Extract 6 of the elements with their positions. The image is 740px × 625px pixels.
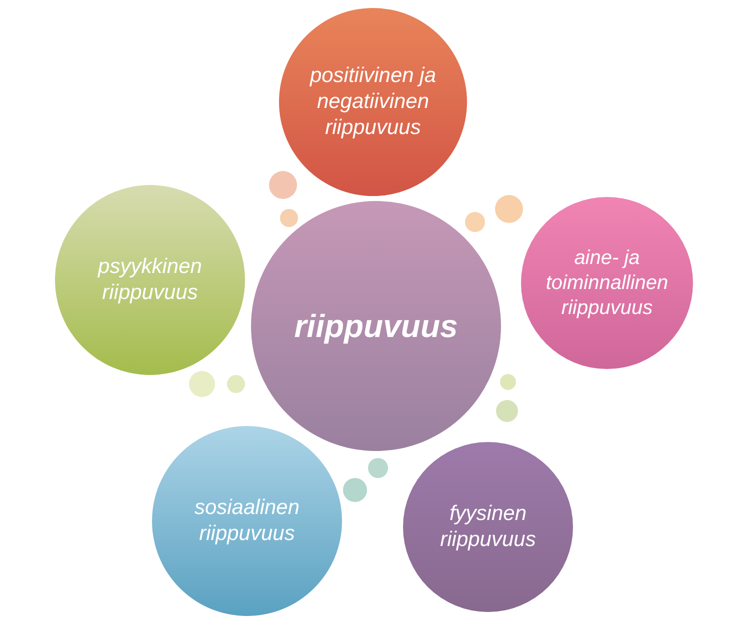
node-label: sosiaalinen riippuvuus — [193, 494, 301, 547]
node-label: aine- ja toiminnallinen riippuvuus — [544, 246, 670, 320]
node-label: psyykkinen riippuvuus — [96, 254, 203, 306]
node-label: riippuvuus — [294, 307, 458, 346]
node-label: positiivinen ja negatiivinen riippuvuus — [308, 62, 438, 142]
node-label: fyysinen riippuvuus — [439, 500, 537, 553]
